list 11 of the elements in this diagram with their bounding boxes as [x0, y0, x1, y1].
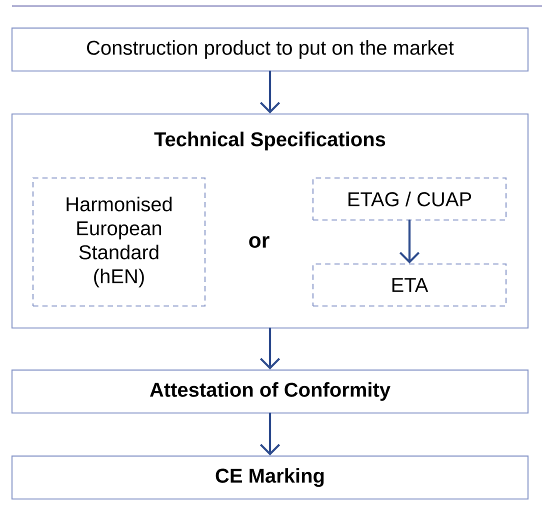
arrow — [399, 219, 420, 264]
process-box: CE Marking — [11, 456, 529, 500]
arrow — [260, 412, 280, 456]
process-box: Attestation of Conformity — [11, 370, 529, 414]
dashed-box: ETA — [312, 263, 507, 307]
arrow — [260, 327, 280, 370]
arrow — [260, 70, 280, 114]
process-box: Construction product to put on the market — [11, 28, 529, 72]
connector-word: or — [249, 236, 270, 248]
dashed-box: ETAG / CUAP — [312, 177, 507, 221]
dashed-box: Harmonised European Standard (hEN) — [32, 177, 206, 307]
